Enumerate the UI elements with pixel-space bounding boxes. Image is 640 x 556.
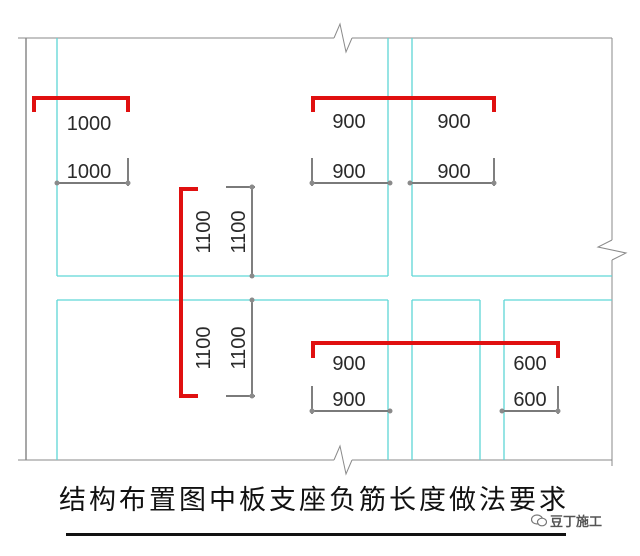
- label-vertical-lower-right: 1100: [228, 326, 250, 369]
- label-top-mid-right-upper: 900: [437, 111, 470, 133]
- label-bottom-mid-upper: 900: [332, 353, 365, 375]
- dot: [499, 408, 505, 414]
- dot: [309, 180, 315, 186]
- dot: [407, 180, 413, 186]
- dot: [555, 408, 561, 414]
- label-vertical-upper-right: 1100: [228, 210, 250, 253]
- rebar-top-left: [32, 96, 130, 112]
- rebar-vertical: [179, 187, 198, 398]
- right-break-symbol: [596, 239, 628, 261]
- label-top-left-lower: 1000: [67, 161, 112, 183]
- dot: [249, 273, 255, 279]
- dimension-lines: [57, 158, 559, 414]
- dot: [491, 180, 497, 186]
- chat-bubble-icon: [531, 514, 547, 527]
- rebar-bottom: [311, 341, 560, 358]
- support-rebars: [32, 96, 560, 398]
- watermark: 豆丁施工: [531, 511, 602, 530]
- dot: [125, 180, 131, 186]
- top-break-symbol: [333, 22, 353, 54]
- drawing-frame: [18, 22, 628, 476]
- label-top-mid-left-upper: 900: [332, 111, 365, 133]
- label-top-mid-left-lower: 900: [332, 161, 365, 183]
- dimension-dots: [54, 180, 561, 414]
- bottom-break-symbol: [333, 444, 353, 476]
- label-bottom-right-upper: 600: [513, 353, 546, 375]
- label-bottom-right-lower: 600: [513, 389, 546, 411]
- dot: [309, 408, 315, 414]
- label-vertical-lower-left: 1100: [193, 326, 215, 369]
- label-vertical-upper-left: 1100: [193, 210, 215, 253]
- label-bottom-mid-lower: 900: [332, 389, 365, 411]
- rebar-top-middle: [311, 96, 496, 112]
- caption-underline: [66, 533, 566, 536]
- drawing-caption: 结构布置图中板支座负筋长度做法要求: [59, 485, 569, 516]
- label-top-mid-right-lower: 900: [437, 161, 470, 183]
- dot: [249, 297, 255, 303]
- beam-grid: [56, 38, 612, 460]
- dot: [387, 180, 393, 186]
- watermark-text: 豆丁施工: [550, 515, 603, 530]
- dot: [387, 408, 393, 414]
- dot: [249, 393, 255, 399]
- label-top-left-upper: 1000: [67, 113, 112, 135]
- dot: [249, 184, 255, 190]
- dot: [54, 180, 60, 186]
